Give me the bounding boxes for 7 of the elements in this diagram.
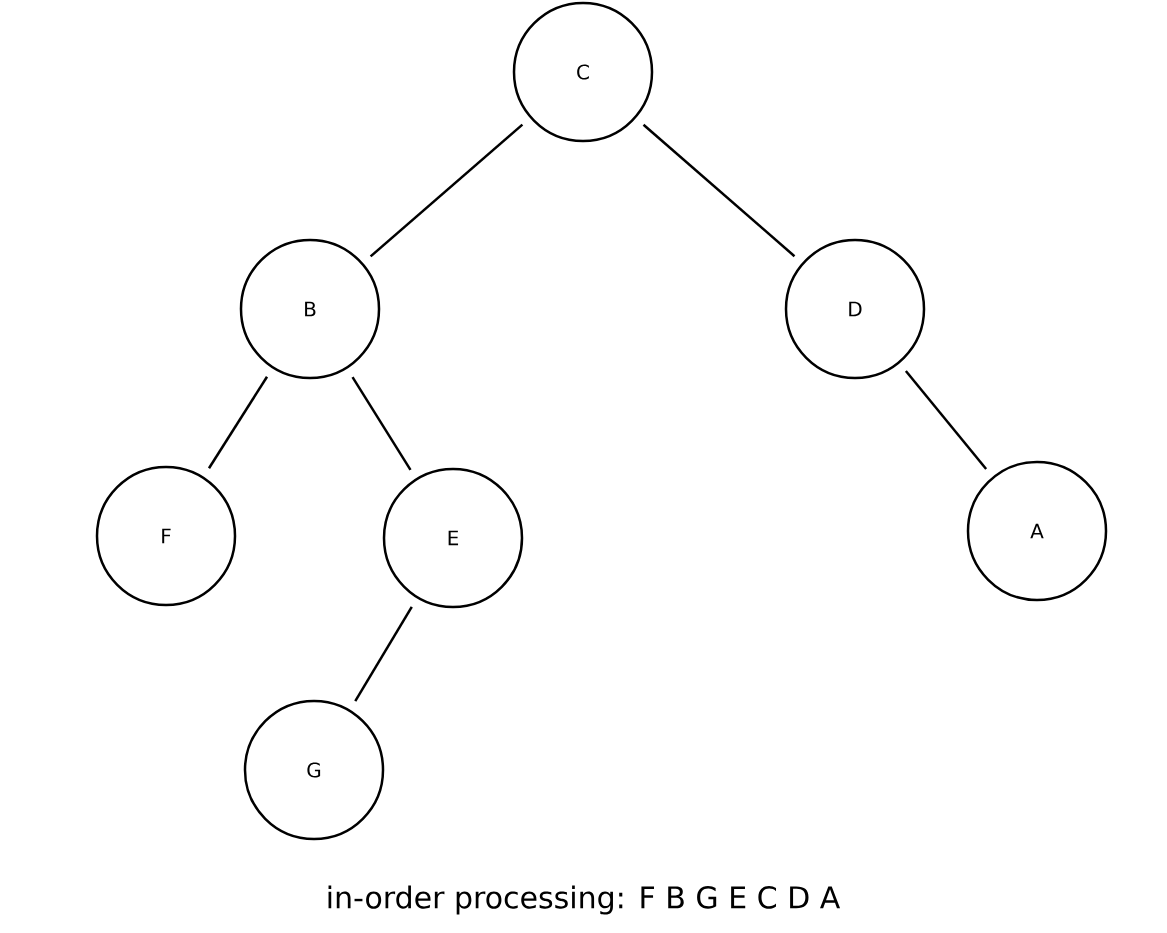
- tree-edge: [207, 376, 269, 469]
- caption: in-order processing: F B G E C D A: [328, 885, 841, 915]
- tree-edge: [354, 606, 413, 702]
- tree-edge: [904, 370, 988, 470]
- tree-edge: [369, 123, 524, 258]
- tree-edge: [351, 376, 412, 471]
- tree-edge: [642, 123, 796, 258]
